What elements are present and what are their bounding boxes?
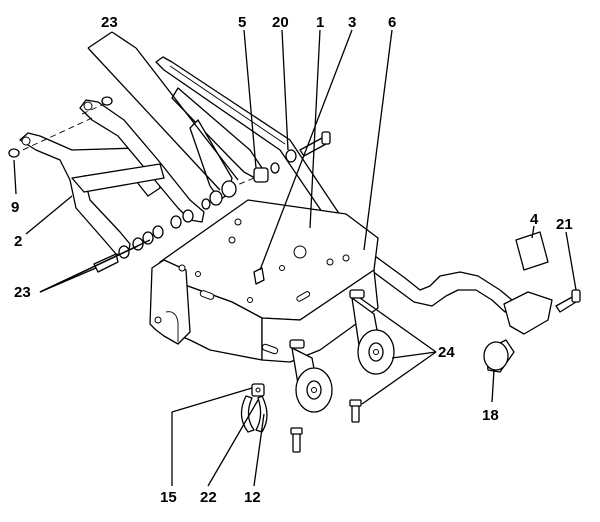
caster-bolts	[290, 399, 362, 453]
callout-12: 12	[244, 489, 261, 506]
leader-lines	[13, 29, 577, 487]
callout-1: 1	[316, 14, 324, 31]
callout-23-top: 23	[101, 14, 118, 31]
callout-2: 2	[14, 233, 22, 250]
callout-22: 22	[200, 489, 217, 506]
handle-frame	[19, 99, 205, 257]
cable-clamp	[240, 383, 268, 433]
callout-labels: 23 5 20 1 3 6 9 2 4 21 23 24 18 15 22 12	[11, 14, 573, 506]
pedal-bolt	[555, 289, 581, 313]
top-hardware	[8, 96, 331, 210]
callout-18: 18	[482, 407, 499, 424]
callout-3: 3	[348, 14, 356, 31]
callout-20: 20	[272, 14, 289, 31]
callout-21: 21	[556, 216, 573, 233]
callout-24: 24	[438, 344, 455, 361]
base-housing	[149, 199, 379, 363]
pedal-bracket	[503, 291, 553, 335]
callout-4: 4	[530, 211, 539, 228]
handle-knob	[483, 339, 515, 373]
caster-left	[289, 339, 333, 413]
callout-6: 6	[388, 14, 396, 31]
callout-5: 5	[238, 14, 246, 31]
callout-9: 9	[11, 199, 19, 216]
caster-right	[349, 289, 395, 375]
callout-23-bottom: 23	[14, 284, 31, 301]
callout-15: 15	[160, 489, 177, 506]
